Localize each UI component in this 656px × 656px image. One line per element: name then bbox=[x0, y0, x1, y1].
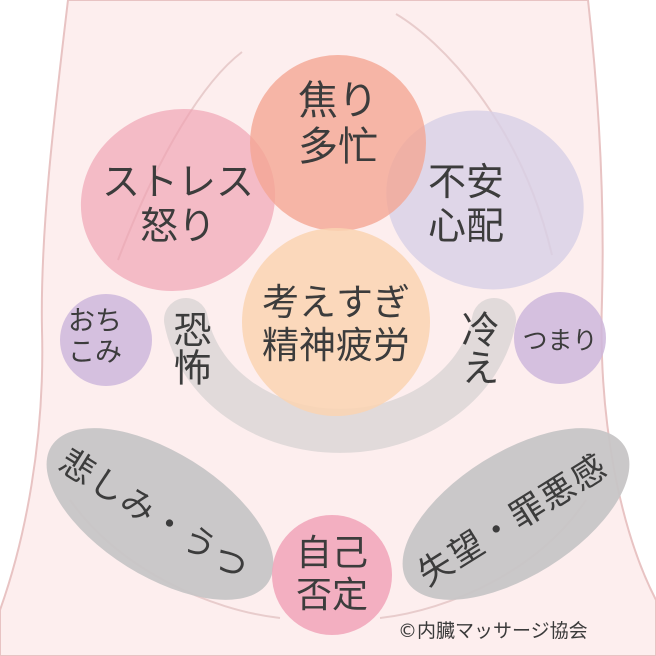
label-bottom: 自己 否定 bbox=[295, 533, 368, 616]
label-left-small: おち こみ bbox=[68, 306, 122, 369]
zone-bottom bbox=[272, 515, 392, 635]
zone-top bbox=[250, 55, 426, 231]
zone-left-small bbox=[60, 294, 152, 386]
label-center: 考えすぎ 精神疲労 bbox=[262, 281, 410, 367]
zone-upper-left bbox=[80, 109, 276, 291]
zone-lower-left bbox=[46, 428, 274, 600]
label-upper-left: ストレス 怒り bbox=[101, 160, 254, 249]
zone-right-small bbox=[514, 292, 606, 384]
label-top: 焦り 多忙 bbox=[298, 78, 378, 171]
label-right-small: つまり bbox=[522, 326, 598, 355]
zone-lower-right bbox=[402, 428, 630, 600]
copyright-text: ©内臓マッサージ協会 bbox=[398, 620, 588, 642]
label-right-arc: 冷え bbox=[455, 310, 499, 386]
label-upper-right: 不安 心配 bbox=[428, 160, 505, 249]
colon-arc bbox=[164, 298, 516, 453]
zone-center bbox=[242, 228, 430, 416]
zone-upper-right bbox=[386, 110, 584, 290]
label-left-arc: 恐怖 bbox=[167, 310, 211, 386]
